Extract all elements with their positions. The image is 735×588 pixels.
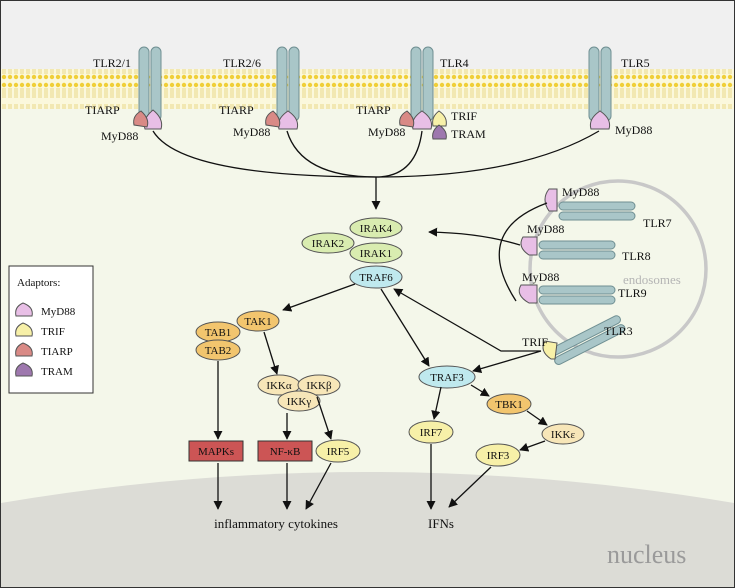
- traf3-label: TRAF3: [430, 372, 464, 384]
- legend-trif-icon: [15, 322, 33, 337]
- legend-tram-icon: [15, 362, 33, 377]
- legend-myd88-label: MyD88: [41, 306, 76, 318]
- nucleus-label: nucleus: [607, 540, 686, 569]
- tlr5-label: TLR5: [621, 56, 650, 70]
- myd88-icon: [589, 110, 611, 130]
- ikk-complex: IKKα IKKβ IKKγ: [257, 374, 341, 412]
- irak-complex: IRAK4 IRAK2 IRAK1: [301, 217, 403, 264]
- nfkb-label: NF-κB: [270, 446, 301, 458]
- tlr9-label: TLR9: [618, 286, 647, 300]
- tiarp-label: TIARP: [85, 103, 120, 117]
- legend-tram-label: TRAM: [41, 366, 73, 378]
- legend-myd88-icon: [15, 302, 33, 317]
- tiarp-label: TIARP: [219, 103, 254, 117]
- myd88-icon: [143, 109, 163, 130]
- tiarp-icon: [133, 110, 149, 128]
- endosomes-label: endosomes: [623, 272, 681, 287]
- tlr2-6-label: TLR2/6: [223, 56, 261, 70]
- tlr4-label: TLR4: [440, 56, 469, 70]
- ifns-label: IFNs: [428, 516, 454, 531]
- myd88-icon: [277, 110, 299, 130]
- irf3-node: IRF3: [475, 443, 521, 467]
- myd88-icon: [520, 236, 538, 256]
- mapks-box: MAPKs: [188, 440, 244, 462]
- tiarp-icon: [265, 110, 281, 128]
- receptor-tlr9: MyD88 TLR9: [518, 270, 647, 305]
- myd88-label: MyD88: [527, 222, 564, 236]
- trif-label: TRIF: [451, 109, 477, 123]
- tak1-node: TAK1: [236, 310, 280, 332]
- tlr2-1-label: TLR2/1: [93, 56, 131, 70]
- irf5-node: IRF5: [315, 439, 361, 463]
- legend-tiarp-icon: [15, 342, 33, 357]
- receptor-tlr5: TLR5 MyD88: [588, 46, 652, 137]
- receptor-tlr8: MyD88 TLR8: [520, 222, 651, 263]
- tab-complex: TAB1 TAB2: [195, 321, 241, 361]
- myd88-icon: [518, 284, 538, 304]
- receptor-tlr4: TLR4 TIARP TRIF MyD88 TRAM: [356, 46, 486, 141]
- extracellular-space: [1, 1, 734, 69]
- irak2-label: IRAK2: [312, 238, 344, 250]
- tiarp-icon: [399, 110, 415, 128]
- myd88-icon: [544, 188, 558, 212]
- traf6-node: TRAF6: [349, 265, 403, 289]
- myd88-label: MyD88: [233, 125, 270, 139]
- ikke-node: IKKε: [541, 423, 585, 445]
- endosomal-myd88-bracket: [498, 202, 548, 302]
- legend-title: Adaptors:: [17, 277, 60, 289]
- arrow-endosome-to-irak: [428, 227, 521, 246]
- receptor-tlr7: MyD88 TLR7: [544, 185, 672, 230]
- legend-tiarp-label: TIARP: [41, 346, 73, 358]
- trif-icon: [542, 340, 558, 360]
- nucleus: [1, 472, 734, 587]
- irak4-label: IRAK4: [360, 223, 393, 235]
- tab2-label: TAB2: [205, 345, 232, 357]
- myd88-icon: [411, 110, 433, 130]
- tab1-label: TAB1: [205, 327, 232, 339]
- irf7-label: IRF7: [420, 427, 443, 439]
- receptor-tlr2-1: TLR2/1 TIARP MyD88: [85, 46, 163, 143]
- endosome: [528, 179, 708, 359]
- ikka-label: IKKα: [266, 380, 292, 392]
- ikkb-label: IKKβ: [306, 380, 332, 392]
- tlr3-label: TLR3: [604, 324, 633, 338]
- myd88-label: MyD88: [615, 123, 652, 137]
- ikke-label: IKKε: [551, 429, 576, 441]
- tram-icon: [432, 124, 447, 140]
- myd88-label: MyD88: [562, 185, 599, 199]
- legend-trif-label: TRIF: [41, 326, 65, 338]
- inflammatory-cytokines-label: inflammatory cytokines: [214, 516, 338, 531]
- traf6-label: TRAF6: [359, 272, 393, 284]
- receptor-tlr3: TRIF TLR3: [522, 315, 633, 365]
- traf3-node: TRAF3: [418, 365, 476, 389]
- irf5-label: IRF5: [327, 446, 350, 458]
- tram-label: TRAM: [451, 127, 486, 141]
- tlr8-label: TLR8: [622, 249, 651, 263]
- receptor-tlr2-6: TLR2/6 TIARP MyD88: [219, 46, 300, 139]
- adaptors-legend: Adaptors: MyD88 TRIF TIARP TRAM: [8, 265, 94, 394]
- tiarp-label: TIARP: [356, 103, 391, 117]
- trif-icon: [432, 110, 447, 127]
- irak1-label: IRAK1: [360, 248, 392, 260]
- tlr7-label: TLR7: [643, 216, 672, 230]
- myd88-label: MyD88: [101, 129, 138, 143]
- tbk1-label: TBK1: [495, 399, 523, 411]
- nfkb-box: NF-κB: [257, 440, 313, 462]
- myd88-label: MyD88: [368, 125, 405, 139]
- tak1-label: TAK1: [244, 316, 271, 328]
- plasma-membrane: [1, 69, 734, 109]
- trif-label: TRIF: [522, 335, 548, 349]
- tbk1-node: TBK1: [486, 393, 532, 415]
- irf7-node: IRF7: [408, 420, 454, 444]
- myd88-label: MyD88: [522, 270, 559, 284]
- ikkg-label: IKKγ: [287, 396, 312, 408]
- mapks-label: MAPKs: [198, 446, 234, 458]
- irf3-label: IRF3: [487, 450, 510, 462]
- surface-myd88-connectors: [152, 130, 600, 210]
- signaling-arrows: [213, 283, 548, 510]
